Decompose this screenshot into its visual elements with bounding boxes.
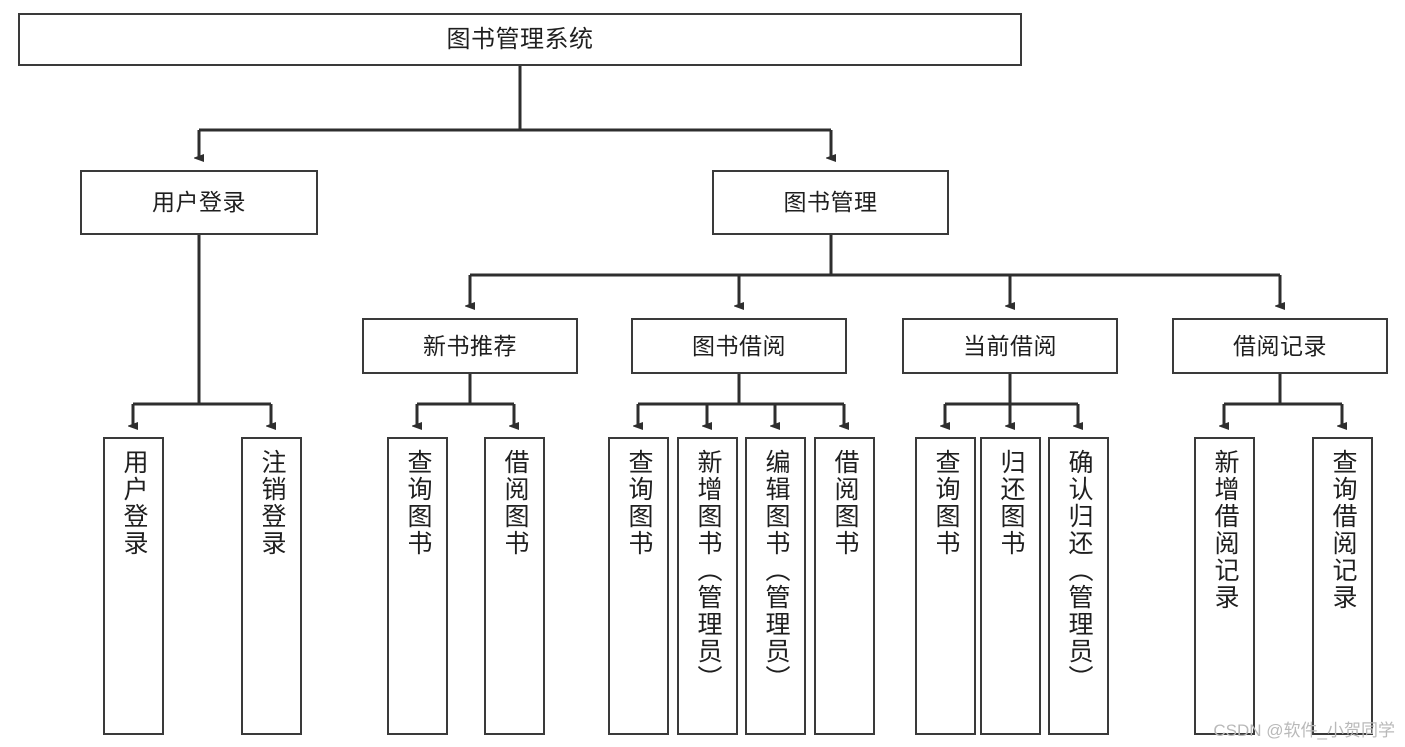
leaf-logout[interactable]: 注销登录	[241, 437, 302, 735]
leaf-user-login[interactable]: 用户登录	[103, 437, 164, 735]
leaf-borrow-book[interactable]: 借阅图书	[814, 437, 875, 735]
node-borrow-record[interactable]: 借阅记录	[1172, 318, 1388, 374]
node-label: 查询图书	[404, 449, 432, 557]
node-label: 新书推荐	[423, 332, 517, 359]
node-label: 图书借阅	[692, 332, 786, 359]
leaf-add-book-admin[interactable]: 新增图书（管理员）	[677, 437, 738, 735]
watermark: CSDN @软件_小贺同学	[1213, 721, 1395, 740]
leaf-query-borrow-record[interactable]: 查询借阅记录	[1312, 437, 1373, 735]
node-label: 新增借阅记录	[1211, 449, 1239, 611]
leaf-return-book[interactable]: 归还图书	[980, 437, 1041, 735]
node-label: 编辑图书（管理员）	[762, 449, 790, 692]
node-label: 借阅图书	[831, 449, 859, 557]
node-book-management[interactable]: 图书管理	[712, 170, 949, 235]
node-label: 新增图书（管理员）	[694, 449, 722, 692]
node-label: 查询图书	[932, 449, 960, 557]
node-label: 借阅图书	[501, 449, 529, 557]
leaf-query-book-borrow[interactable]: 查询图书	[608, 437, 669, 735]
node-root-system[interactable]: 图书管理系统	[18, 13, 1022, 66]
leaf-query-book-recommend[interactable]: 查询图书	[387, 437, 448, 735]
node-label: 图书管理	[783, 189, 878, 216]
node-label: 查询借阅记录	[1329, 449, 1357, 611]
node-current-borrow[interactable]: 当前借阅	[902, 318, 1118, 374]
node-label: 图书管理系统	[446, 25, 594, 53]
node-book-borrow[interactable]: 图书借阅	[631, 318, 847, 374]
node-label: 当前借阅	[963, 332, 1057, 359]
leaf-query-book-current[interactable]: 查询图书	[915, 437, 976, 735]
node-label: 用户登录	[152, 189, 246, 216]
node-label: 查询图书	[625, 449, 653, 557]
node-new-book-recommend[interactable]: 新书推荐	[362, 318, 578, 374]
node-label: 归还图书	[997, 449, 1025, 557]
node-label: 借阅记录	[1233, 332, 1327, 359]
leaf-borrow-book-recommend[interactable]: 借阅图书	[484, 437, 545, 735]
node-label: 确认归还（管理员）	[1065, 449, 1093, 692]
node-label: 用户登录	[120, 449, 148, 557]
leaf-edit-book-admin[interactable]: 编辑图书（管理员）	[745, 437, 806, 735]
node-user-login[interactable]: 用户登录	[80, 170, 318, 235]
leaf-confirm-return-admin[interactable]: 确认归还（管理员）	[1048, 437, 1109, 735]
leaf-add-borrow-record[interactable]: 新增借阅记录	[1194, 437, 1255, 735]
node-label: 注销登录	[258, 449, 286, 557]
